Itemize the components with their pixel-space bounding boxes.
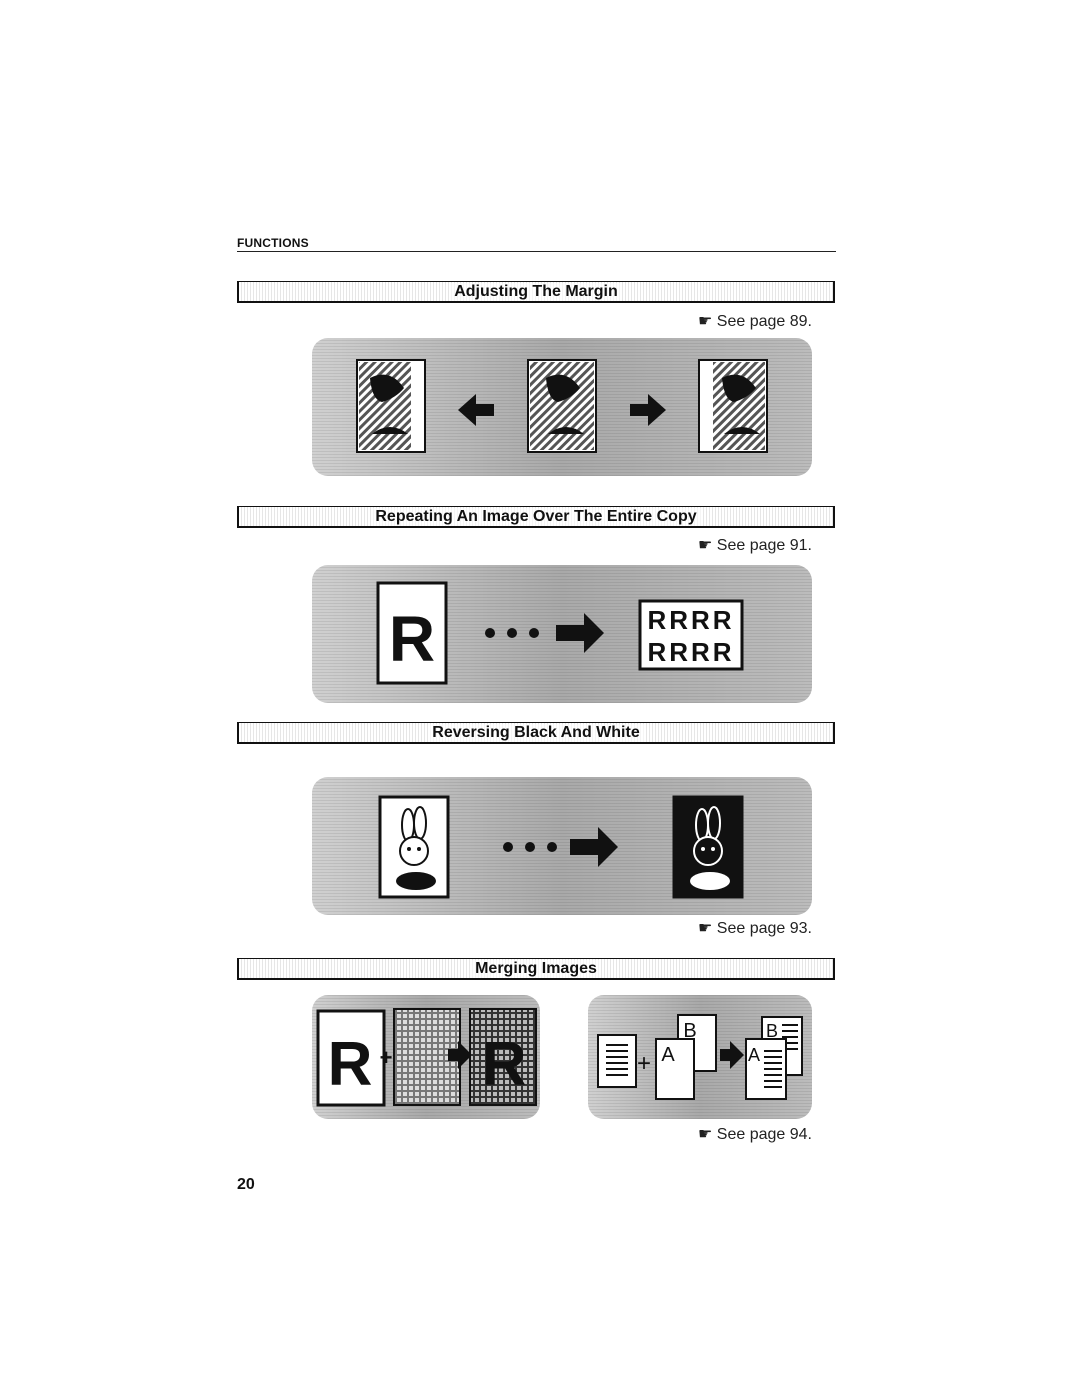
merge-illustration-2: + B A B A: [597, 1014, 803, 1100]
result-b-label: B: [766, 1021, 778, 1041]
arrow-left-icon: [458, 394, 494, 426]
merged-r: R: [482, 1030, 527, 1099]
see-page-text: See page 89.: [716, 313, 812, 330]
section-title-adjusting-margin: Adjusting The Margin: [237, 281, 835, 303]
pointing-hand-icon: ☛: [698, 1126, 713, 1143]
arrow-right-icon: [448, 1041, 472, 1069]
rabbit-original-page: [378, 795, 450, 899]
reverse-illustration-panel: [312, 777, 812, 915]
page-a: [655, 1038, 695, 1100]
merged-result-pages: B A: [745, 1016, 803, 1100]
merge-source-r: R: [328, 1030, 373, 1099]
plus-icon: +: [380, 1045, 393, 1070]
rabbit-reversed-page: [672, 795, 744, 899]
page-b-label: B: [683, 1020, 696, 1042]
dotted-arrow-icon: [503, 827, 618, 867]
section-title-text: Repeating An Image Over The Entire Copy: [371, 507, 701, 526]
margin-illustration-panel: [312, 338, 812, 476]
section-header-label: FUNCTIONS: [237, 236, 309, 250]
arrow-right-icon: [630, 394, 666, 426]
pointing-hand-icon: ☛: [698, 313, 713, 330]
header-rule: [237, 251, 836, 252]
text-page-icon: [597, 1034, 637, 1088]
section-title-text: Merging Images: [471, 959, 601, 978]
see-page-text: See page 91.: [716, 537, 812, 554]
pointing-hand-icon: ☛: [698, 920, 713, 937]
section-title-repeating-image: Repeating An Image Over The Entire Copy: [237, 506, 835, 528]
merge-illustration-panel-1: R + R: [312, 995, 540, 1119]
result-a-label: A: [748, 1045, 760, 1065]
see-page-text: See page 94.: [716, 1126, 812, 1143]
repeat-illustration-panel: R RRRR RRRR: [312, 565, 812, 703]
pointing-hand-icon: ☛: [698, 537, 713, 554]
repeated-r-row-1: RRRR: [647, 605, 734, 635]
merge-illustration-1: R + R: [316, 1008, 537, 1107]
original-r-letter: R: [389, 603, 435, 675]
see-page-91: ☛ See page 91.: [612, 535, 812, 555]
section-title-text: Adjusting The Margin: [450, 282, 622, 301]
repeat-illustration: R RRRR RRRR: [376, 581, 744, 685]
see-page-89: ☛ See page 89.: [612, 311, 812, 331]
plus-icon: +: [637, 1050, 651, 1077]
section-title-merging: Merging Images: [237, 958, 835, 980]
see-page-93: ☛ See page 93.: [612, 918, 812, 938]
merge-illustration-panel-2: + B A B A: [588, 995, 812, 1119]
repeated-r-row-2: RRRR: [647, 637, 734, 667]
margin-illustration: [356, 359, 768, 453]
see-page-text: See page 93.: [716, 920, 812, 937]
page-number: 20: [237, 1176, 255, 1193]
page-shifted-left: [356, 359, 426, 453]
dotted-arrow-icon: [485, 613, 604, 653]
page-shifted-right: [698, 359, 768, 453]
section-title-text: Reversing Black And White: [428, 723, 644, 742]
see-page-94: ☛ See page 94.: [612, 1124, 812, 1144]
section-title-reversing: Reversing Black And White: [237, 722, 835, 744]
reverse-illustration: [378, 795, 744, 899]
page-original: [527, 359, 597, 453]
arrow-right-icon: [720, 1041, 744, 1069]
page-a-label: A: [661, 1044, 675, 1066]
